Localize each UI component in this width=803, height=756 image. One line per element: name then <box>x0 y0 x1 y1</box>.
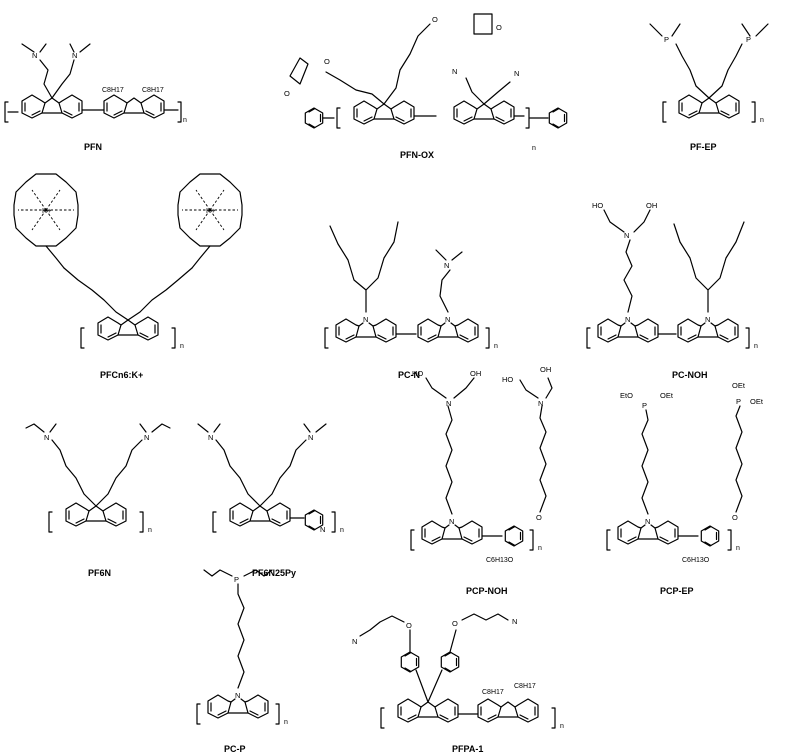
atom-o: O <box>536 513 542 522</box>
atom-n: N <box>44 433 49 442</box>
atom-ho: HO <box>592 201 603 210</box>
atom-p: P <box>746 35 751 44</box>
repeat-n: n <box>284 719 288 726</box>
atom-ho: HO <box>502 375 513 384</box>
atom-p: P <box>736 397 741 406</box>
repeat-n: n <box>340 527 344 534</box>
repeat-n: n <box>538 545 542 552</box>
repeat-n: n <box>148 527 152 534</box>
structure-pc-noh: n N N N HO OH PC-NOH <box>586 201 758 380</box>
atom-n: N <box>449 517 454 526</box>
structure-label: PF-EP <box>690 142 717 152</box>
structure-label: PFN <box>84 142 102 152</box>
atom-o: O <box>324 57 330 66</box>
atom-n: N <box>452 67 457 76</box>
atom-oh: OH <box>470 369 481 378</box>
atom-n: N <box>444 261 449 270</box>
repeat-n: n <box>736 545 740 552</box>
structure-label: PFPA-1 <box>452 744 483 754</box>
atom-o: O <box>732 513 738 522</box>
alkoxy-label: C6H13O <box>486 557 514 564</box>
structure-label: PCP-EP <box>660 586 694 596</box>
atom-n: N <box>512 617 517 626</box>
atom-p: P <box>234 575 239 584</box>
atom-n: N <box>352 637 357 646</box>
atom-o: O <box>406 621 412 630</box>
atom-n: N <box>235 691 240 700</box>
atom-p: P <box>664 35 669 44</box>
atom-o: O <box>432 15 438 24</box>
atom-o: O <box>284 89 290 98</box>
atom-n: N <box>624 231 629 240</box>
structure-pfn: n N N C8H17 C8H17 PFN <box>4 43 187 152</box>
structure-pf6n: n N N PF6N <box>25 423 171 578</box>
structure-label: PC-NOH <box>672 370 708 380</box>
substituent-oet: OEt <box>732 381 746 390</box>
structure-label: PF6N25Py <box>252 568 296 578</box>
atom-n: N <box>320 525 325 534</box>
repeat-n: n <box>494 343 498 350</box>
structure-pfpa-1: n O O N N C8H17 C8H17 PFPA-1 <box>352 613 564 754</box>
atom-n: N <box>538 399 543 408</box>
alkyl-label: C8H17 <box>102 87 124 94</box>
structure-label: PFCn6:K+ <box>100 370 143 380</box>
atom-ho: HO <box>412 369 423 378</box>
repeat-n: n <box>532 145 536 152</box>
structure-label: PC-P <box>224 744 246 754</box>
atom-n: N <box>308 433 313 442</box>
atom-o: O <box>496 23 502 32</box>
alkyl-label: C8H17 <box>482 689 504 696</box>
atom-n: N <box>32 51 37 60</box>
structure-pc-p: N n P PC-P <box>196 569 288 754</box>
atom-k: K+ <box>206 206 216 215</box>
structure-pfn-ox: n O O O O N N PFN-OX <box>284 13 568 160</box>
structure-pf-ep: n P P PF-EP <box>649 23 769 152</box>
repeat-n: n <box>183 117 187 124</box>
atom-n: N <box>144 433 149 442</box>
structure-label: PCP-NOH <box>466 586 508 596</box>
alkyl-label: C8H17 <box>142 87 164 94</box>
structure-pfcn6-k: K+ K+ n PFCn6:K+ <box>13 173 243 380</box>
structure-pc-n: n N N N PC-N <box>324 221 498 380</box>
atom-oh: OH <box>646 201 657 210</box>
atom-o: O <box>452 619 458 628</box>
atom-n: N <box>446 399 451 408</box>
repeat-n: n <box>760 117 764 124</box>
atom-n: N <box>445 315 450 324</box>
atom-n: N <box>363 315 368 324</box>
atom-k: K+ <box>42 206 52 215</box>
repeat-n: n <box>754 343 758 350</box>
alkoxy-label: C6H13O <box>682 557 710 564</box>
structure-label: PF6N <box>88 568 111 578</box>
structure-pcp-noh: N n O C6H13O N HO OH N HO OH PCP-NOH <box>410 365 553 596</box>
atom-n: N <box>208 433 213 442</box>
substituent-eto: EtO <box>620 391 633 400</box>
substituent-oet: OEt <box>660 391 674 400</box>
structure-label: PFN-OX <box>400 150 434 160</box>
substituent-oet: OEt <box>750 397 764 406</box>
atom-p: P <box>642 401 647 410</box>
atom-n: N <box>645 517 650 526</box>
structure-label: PC-N <box>398 370 420 380</box>
atom-n: N <box>625 315 630 324</box>
atom-n: N <box>705 315 710 324</box>
atom-oh: OH <box>540 365 551 374</box>
atom-n: N <box>72 51 77 60</box>
repeat-n: n <box>560 723 564 730</box>
alkyl-label: C8H17 <box>514 683 536 690</box>
structure-pf6n25py: N n N N PF6N25Py <box>197 423 344 578</box>
structure-pcp-ep: N n O C6H13O P EtO OEt P OEt OEt PCP-EP <box>606 381 764 596</box>
atom-n: N <box>514 69 519 78</box>
repeat-n: n <box>180 343 184 350</box>
